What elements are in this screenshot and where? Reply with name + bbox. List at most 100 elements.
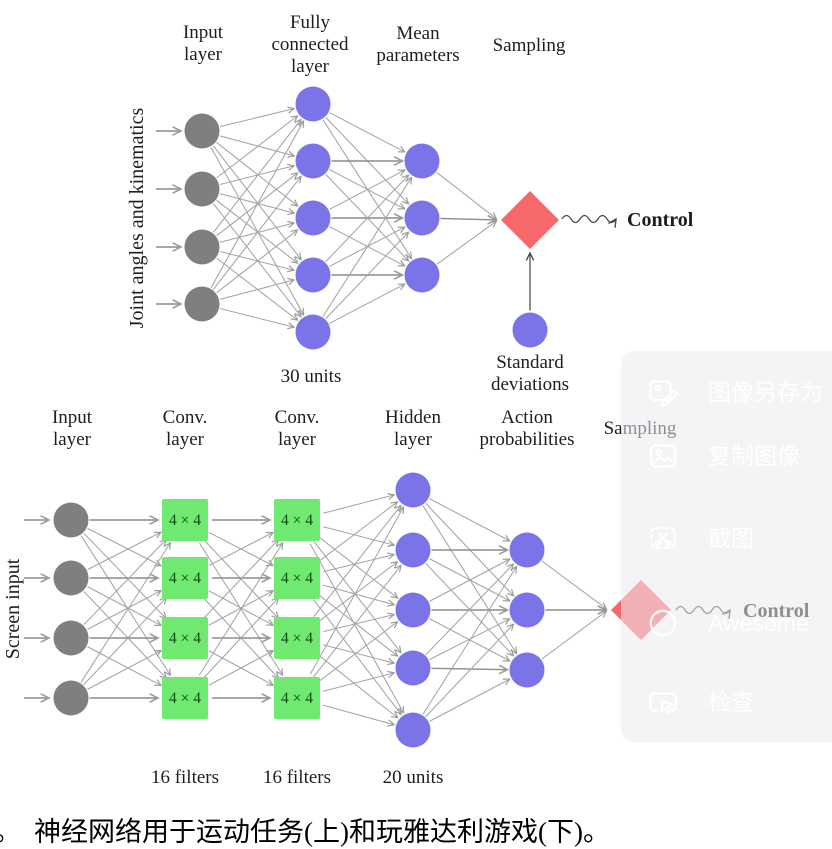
conv-filter-box: 4 × 4: [274, 677, 320, 719]
edge-arrow: [219, 280, 294, 300]
bottom-edges: [24, 495, 606, 725]
edge-arrow: [329, 112, 404, 152]
fully-connected-node: [295, 257, 331, 293]
menu-item-awesome[interactable]: Awesome: [621, 603, 832, 643]
conv-box-label: 4 × 4: [169, 630, 201, 647]
edge-arrow: [219, 308, 294, 328]
conv-filter-box: 4 × 4: [162, 557, 208, 599]
edge-arrow: [216, 116, 298, 179]
edge-arrow: [431, 668, 507, 669]
menu-item-copy-image[interactable]: 复制图像: [621, 436, 832, 476]
edge-arrow: [322, 704, 394, 725]
edge-arrow: [219, 135, 294, 156]
top-fc-units-caption: 30 units: [281, 366, 342, 387]
top-input-layer-label: layer: [184, 44, 223, 65]
menu-item-inspect[interactable]: 检查: [621, 682, 832, 722]
edge-arrow: [87, 646, 161, 686]
edge-arrow: [440, 218, 496, 219]
hidden-node: [395, 712, 431, 748]
top-input-layer-label: Input: [183, 22, 224, 43]
conv1-filters-caption: 16 filters: [151, 767, 219, 788]
conv-box-label: 4 × 4: [281, 512, 313, 529]
edge-arrow: [322, 584, 394, 605]
conv-filter-box: 4 × 4: [162, 617, 208, 659]
edge-arrow: [198, 543, 282, 676]
conv-filter-box: 4 × 4: [162, 499, 208, 541]
top-mean-parameters-label: Mean: [396, 23, 440, 44]
input-node: [53, 680, 89, 716]
conv-box-label: 4 × 4: [169, 512, 201, 529]
top-fc-layer-label: connected: [271, 34, 349, 55]
conv-box-label: 4 × 4: [281, 690, 313, 707]
figure-caption: 。神经网络用于运动任务(上)和玩雅达利游戏(下)。: [0, 810, 610, 849]
edge-arrow: [323, 526, 394, 545]
bottom-network: Input layer Conv. layer Conv. layer Hidd…: [2, 407, 810, 788]
bottom-conv2-label: Conv.: [275, 407, 320, 428]
neural-network-figure: Input layer Fully connected layer Mean p…: [2, 12, 810, 788]
edge-arrow: [323, 495, 394, 514]
top-side-label: Joint angles and kinematics: [126, 108, 148, 329]
edge-arrow: [309, 543, 404, 713]
awesome-icon: [646, 606, 680, 640]
menu-item-label: 图像另存为: [708, 379, 823, 405]
edge-arrow: [83, 591, 167, 678]
conv-box-rect: [162, 677, 208, 719]
edge-arrow: [318, 536, 397, 598]
menu-item-screenshot[interactable]: 截图: [621, 518, 832, 558]
edge-arrow: [80, 543, 170, 683]
conv-filter-box: 4 × 4: [274, 499, 320, 541]
menu-item-label: 检查: [708, 689, 754, 715]
input-node: [53, 502, 89, 538]
input-node: [184, 229, 220, 265]
edge-arrow: [313, 565, 401, 678]
copy-image-icon: [646, 439, 680, 473]
edge-arrow: [212, 176, 301, 290]
edge-arrow: [425, 624, 514, 717]
save-image-as-icon: [646, 375, 680, 409]
caption-leading-period: 。: [0, 817, 21, 847]
std-deviations-label: deviations: [491, 374, 569, 395]
edge-arrow: [329, 170, 404, 210]
edge-arrow: [208, 651, 273, 686]
edge-arrow: [429, 559, 509, 602]
hidden-node: [395, 650, 431, 686]
edge-arrow: [208, 591, 273, 626]
conv2-filters-caption: 16 filters: [263, 767, 331, 788]
edge-arrow: [203, 598, 278, 679]
fully-connected-node: [295, 314, 331, 350]
conv-filter-box: 4 × 4: [162, 677, 208, 719]
bottom-hidden-layer-label: Hidden: [385, 407, 441, 428]
edge-arrow: [83, 532, 166, 618]
hidden-units-caption: 20 units: [383, 767, 444, 788]
std-deviations-label: Standard: [496, 352, 564, 373]
input-node: [53, 620, 89, 656]
conv-filter-box: 4 × 4: [274, 617, 320, 659]
edge-arrow: [313, 505, 401, 618]
menu-item-label: Awesome: [708, 610, 809, 636]
edge-arrow: [219, 166, 294, 185]
edge-arrow: [429, 619, 509, 661]
top-network: Input layer Fully connected layer Mean p…: [126, 12, 694, 395]
edge-arrow: [208, 532, 273, 567]
edge-arrow: [318, 622, 398, 683]
edge-arrow: [422, 566, 517, 715]
top-control-squiggle: [561, 214, 616, 223]
edge-arrow: [87, 651, 161, 690]
top-control-label: Control: [627, 209, 694, 231]
edge-arrow: [313, 540, 401, 652]
edge-arrow: [87, 527, 160, 565]
edge-arrow: [309, 507, 403, 675]
conv-box-rect: [162, 499, 208, 541]
edge-arrow: [322, 177, 412, 317]
menu-item-label: 复制图像: [708, 443, 800, 469]
input-node: [184, 113, 220, 149]
edge-arrow: [80, 535, 170, 676]
menu-item-save-image-as[interactable]: 图像另存为: [621, 372, 832, 412]
bottom-action-prob-label: probabilities: [480, 429, 575, 450]
edge-arrow: [425, 564, 514, 656]
mean-parameter-node: [404, 200, 440, 236]
bottom-input-layer-label: layer: [53, 429, 92, 450]
edge-arrow: [436, 171, 497, 218]
standard-deviations-node: [512, 312, 548, 348]
bottom-conv1-label: layer: [166, 429, 205, 450]
